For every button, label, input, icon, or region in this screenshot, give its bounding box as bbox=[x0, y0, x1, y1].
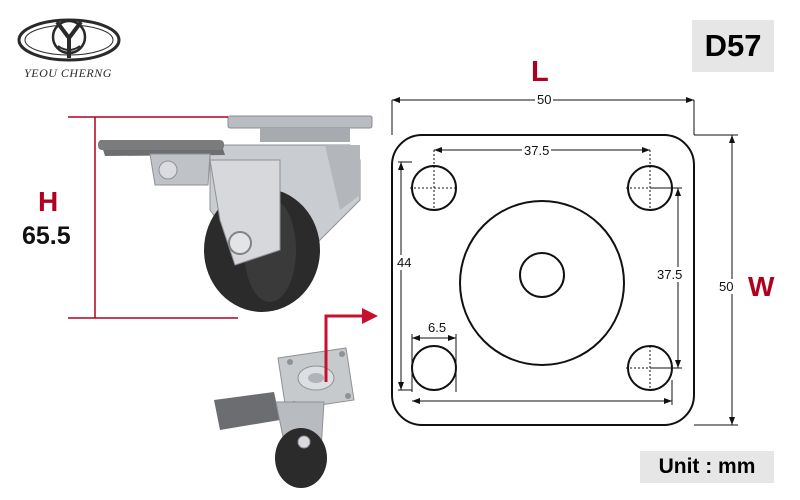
brand-logo bbox=[17, 18, 121, 62]
length-letter: L bbox=[531, 56, 549, 88]
height-letter: H bbox=[38, 186, 59, 217]
red-arrow-icon bbox=[324, 308, 378, 382]
caster-side-view bbox=[98, 115, 373, 312]
inner-height-label: 44 bbox=[396, 255, 413, 270]
overall-length-label: 50 bbox=[535, 92, 554, 107]
overall-width-label: 50 bbox=[718, 279, 735, 294]
hole-offset-label: 6.5 bbox=[426, 320, 449, 335]
height-value: 65.5 bbox=[22, 222, 71, 250]
hole-spacing-horizontal-label: 37.5 bbox=[522, 143, 552, 158]
caster-angled-view bbox=[214, 347, 355, 488]
model-label: D57 bbox=[692, 20, 774, 72]
width-letter: W bbox=[748, 271, 775, 302]
hole-spacing-vertical-label: 37.5 bbox=[656, 267, 684, 282]
brand-name: YEOU CHERNG bbox=[24, 66, 112, 80]
unit-label: Unit : mm bbox=[640, 451, 774, 483]
